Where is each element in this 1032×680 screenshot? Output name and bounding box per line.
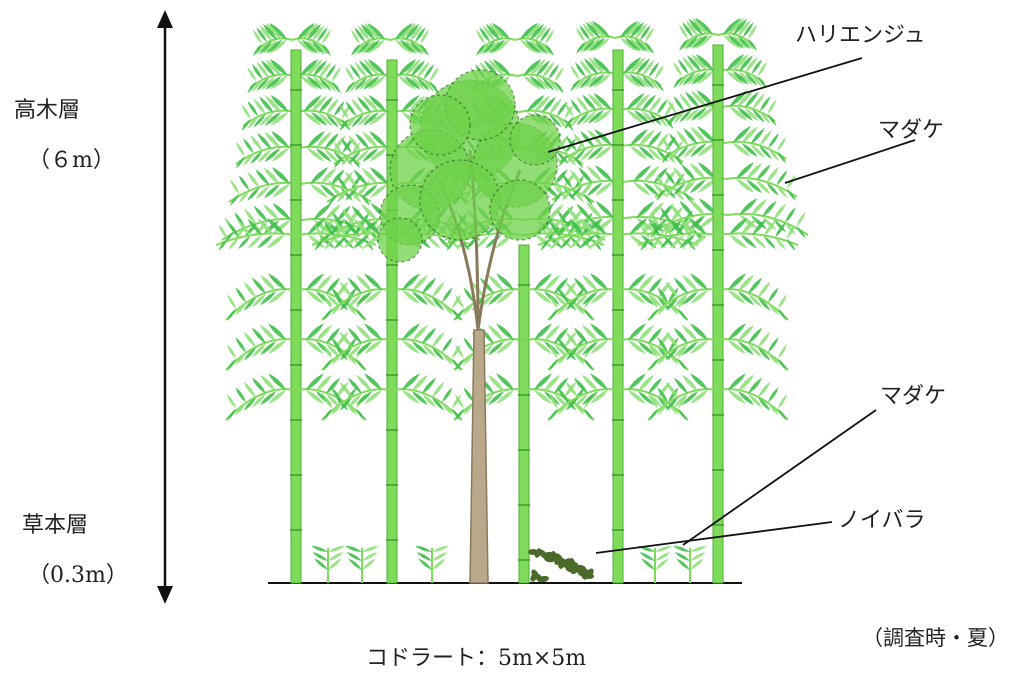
- bamboo-top-foliage: [545, 21, 705, 241]
- bamboo-culm: [216, 50, 376, 583]
- height-arrow-bottom-head: [157, 586, 173, 604]
- noibara-label: ノイバラ: [838, 510, 926, 532]
- leader-madake-tall: [785, 140, 915, 183]
- bamboo-seedling: [311, 546, 345, 583]
- bamboo-top-foliage: [222, 23, 382, 243]
- herb-layer-height-label: （0.3m）: [28, 565, 128, 587]
- bamboo-seedling: [345, 546, 379, 583]
- quadrat-size-caption: コドラート：5m×5m: [366, 648, 586, 670]
- bamboo-seedling: [673, 546, 707, 583]
- madake-tall-label: マダケ: [878, 120, 944, 142]
- robinia-label: ハリエンジュ: [795, 25, 925, 47]
- season-note: （調査時・夏）: [862, 628, 1009, 649]
- bamboo-seedling: [415, 546, 449, 583]
- height-arrow-top-head: [157, 10, 173, 28]
- herb-layer-group: [311, 546, 707, 584]
- tree-layer-label: 高木層: [14, 100, 80, 122]
- tree-layer-height-label: （６m）: [28, 150, 115, 172]
- tree-trunk: [470, 330, 488, 583]
- bamboo-culm: [638, 45, 798, 583]
- bamboo-culm: [538, 50, 698, 583]
- noibara-shrub: [528, 547, 595, 584]
- herb-layer-label: 草本層: [22, 515, 88, 537]
- robinia-tree: [378, 70, 560, 583]
- bamboo-top-foliage: [648, 18, 808, 238]
- madake-low-label: マダケ: [880, 386, 946, 408]
- bamboo-seedling: [638, 546, 672, 583]
- tree-crown: [378, 70, 560, 262]
